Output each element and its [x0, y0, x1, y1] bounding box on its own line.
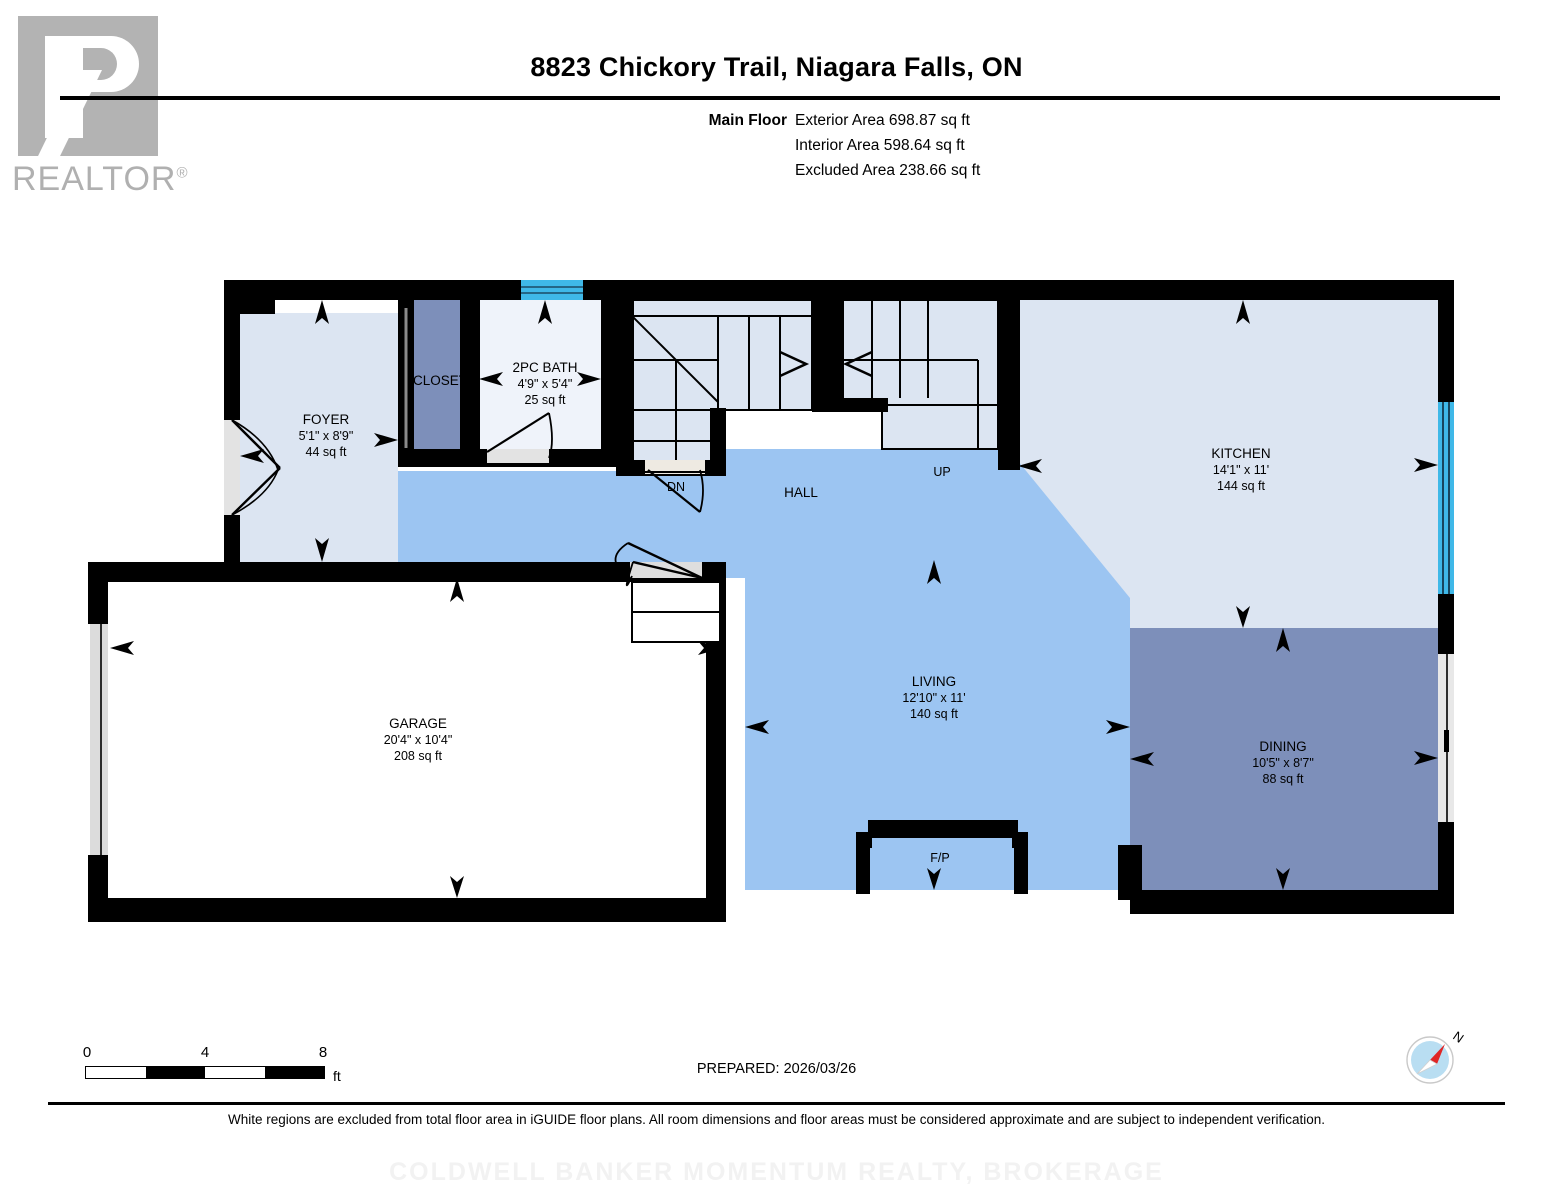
disclaimer-text: White regions are excluded from total fl… [227, 1112, 1326, 1127]
compass-needle-south [1416, 1059, 1438, 1075]
room-shape-foyer [232, 300, 398, 562]
floor-label: Main Floor [708, 112, 787, 129]
realtor-logo-wordmark: REALTOR® [12, 160, 189, 199]
room-label-living-area: 140 sq ft [910, 707, 958, 721]
footer-divider-rule [48, 1102, 1505, 1105]
room-shape-dining [1130, 628, 1438, 890]
scale-tick-8: 8 [318, 1044, 328, 1061]
room-shape-kitchen [1018, 300, 1438, 628]
dimension-arrow-group [110, 300, 1438, 898]
room-label-foyer-name: FOYER [303, 412, 350, 427]
stair-well-up-fill [843, 300, 998, 405]
scale-seg-2 [145, 1067, 205, 1078]
stair-marker-down: DN [667, 480, 685, 494]
realtor-logo-registered-mark: ® [176, 164, 189, 182]
scale-seg-4 [264, 1067, 324, 1078]
excluded-area-text: Excluded Area 238.66 sq ft [795, 162, 981, 179]
realtor-logo-brand-text: REALTOR [12, 160, 177, 198]
scale-bar-tick-labels: 0 4 8 [82, 1044, 345, 1064]
room-label-closet-name: CLOSET [413, 373, 467, 388]
room-label-living-name: LIVING [912, 674, 956, 689]
prepared-date: PREPARED: 2026/03/26 [696, 1061, 857, 1077]
fireplace-marker: F/P [930, 851, 949, 865]
room-label-hall-name: HALL [784, 485, 818, 500]
staircase-down [631, 299, 813, 473]
stair-well-down-fill [632, 300, 812, 410]
window-kitchen-right [1438, 402, 1454, 594]
compass-needle-north [1430, 1044, 1445, 1064]
room-label-bath-name: 2PC BATH [512, 360, 577, 375]
door-stair-down [645, 460, 705, 513]
room-shape-closet [412, 300, 460, 460]
room-label-bath-area: 25 sq ft [525, 393, 567, 407]
window-top-bath [521, 280, 583, 300]
room-label-garage-area: 208 sq ft [394, 749, 442, 763]
compass-rose: N [1398, 1022, 1468, 1092]
garage-entry-steps [631, 581, 721, 643]
room-label-kitchen-dims: 14'1" x 11' [1213, 463, 1269, 477]
room-label-bath-dims: 4'9" x 5'4" [518, 377, 573, 391]
room-shape-fireplace-bay [868, 834, 1016, 890]
window-dining-right [1438, 654, 1454, 822]
door-garage-access [614, 541, 703, 587]
compass-north-label: N [1450, 1028, 1466, 1046]
staircase-up [842, 299, 999, 450]
stair-landing-up-fill [882, 405, 998, 449]
room-shape-garage [110, 578, 722, 900]
room-label-dining-area: 88 sq ft [1263, 772, 1305, 786]
door-bath [486, 412, 553, 463]
room-label-kitchen-name: KITCHEN [1211, 446, 1270, 461]
garage-door-left [90, 624, 108, 855]
room-label-living-dims: 12'10" x 11' [902, 691, 965, 705]
room-label-foyer-dims: 5'1" x 8'9" [299, 429, 354, 443]
brokerage-watermark: COLDWELL BANKER MOMENTUM REALTY, BROKERA… [389, 1158, 1164, 1186]
header-divider-rule [60, 96, 1500, 100]
exterior-area-text: Exterior Area 698.87 sq ft [795, 112, 970, 129]
interior-area-text: Interior Area 598.64 sq ft [795, 137, 965, 154]
room-shape-hall-patch [720, 449, 1018, 479]
room-label-dining-name: DINING [1259, 739, 1306, 754]
page-title: 8823 Chickory Trail, Niagara Falls, ON [530, 52, 1023, 82]
entry-door-foyer [224, 419, 281, 516]
scale-tick-4: 4 [200, 1044, 210, 1061]
floor-area-summary: Main Floor Exterior Area 698.87 sq ft In… [695, 108, 981, 183]
scale-unit-label: ft [333, 1068, 341, 1084]
room-label-garage-name: GARAGE [389, 716, 447, 731]
room-label-kitchen-area: 144 sq ft [1217, 479, 1265, 493]
room-label-foyer-area: 44 sq ft [306, 445, 348, 459]
realtor-logo: REALTOR® [8, 8, 198, 208]
room-label-dining-dims: 10'5" x 8'7" [1252, 756, 1314, 770]
scale-tick-0: 0 [82, 1044, 92, 1061]
room-label-garage-dims: 20'4" x 10'4" [384, 733, 453, 747]
scale-bar-segments [85, 1066, 325, 1079]
stair-marker-up: UP [933, 465, 950, 479]
scale-bar: 0 4 8 ft [82, 1044, 345, 1090]
